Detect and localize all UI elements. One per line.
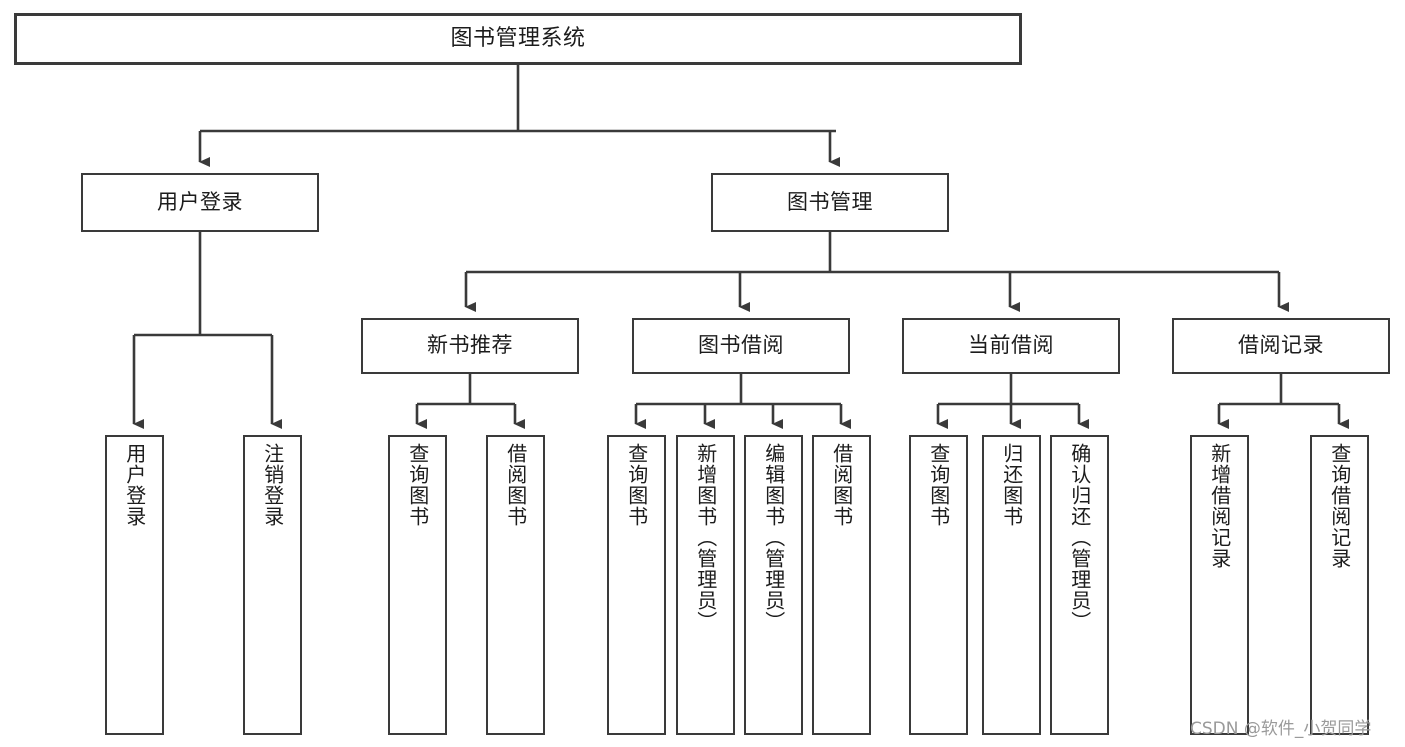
- node-book-borrow[interactable]: 图书借阅: [632, 318, 850, 374]
- node-user-login[interactable]: 用户登录: [81, 173, 319, 232]
- node-leaf-query-book-2[interactable]: 查询图书: [607, 435, 666, 735]
- node-leaf-query-book-3[interactable]: 查询图书: [909, 435, 968, 735]
- watermark: CSDN @软件_小贺同学: [1190, 719, 1372, 739]
- node-leaf-confirm-return-label: 确认归还（管理员）: [1067, 443, 1092, 632]
- node-root-label: 图书管理系统: [450, 25, 586, 51]
- node-leaf-query-book-1-label: 查询图书: [405, 443, 430, 527]
- node-current-borrow-label: 当前借阅: [968, 333, 1054, 358]
- node-leaf-add-record[interactable]: 新增借阅记录: [1190, 435, 1249, 735]
- node-leaf-edit-book-label: 编辑图书（管理员）: [761, 443, 786, 632]
- node-leaf-edit-book[interactable]: 编辑图书（管理员）: [744, 435, 803, 735]
- node-book-manage-label: 图书管理: [787, 189, 873, 214]
- node-leaf-query-book-3-label: 查询图书: [926, 443, 951, 527]
- node-new-book-recommend[interactable]: 新书推荐: [361, 318, 579, 374]
- node-borrow-record-label: 借阅记录: [1238, 333, 1324, 358]
- node-leaf-return-book[interactable]: 归还图书: [982, 435, 1041, 735]
- node-user-login-label: 用户登录: [157, 189, 243, 214]
- node-leaf-borrow-book-1[interactable]: 借阅图书: [486, 435, 545, 735]
- node-root-system[interactable]: 图书管理系统: [14, 13, 1022, 65]
- node-leaf-user-login-label: 用户登录: [122, 443, 147, 527]
- node-current-borrow[interactable]: 当前借阅: [902, 318, 1120, 374]
- node-leaf-user-login[interactable]: 用户登录: [105, 435, 164, 735]
- node-leaf-borrow-book-2-label: 借阅图书: [829, 443, 854, 527]
- node-leaf-query-record-label: 查询借阅记录: [1327, 443, 1352, 569]
- node-borrow-record[interactable]: 借阅记录: [1172, 318, 1390, 374]
- node-leaf-borrow-book-2[interactable]: 借阅图书: [812, 435, 871, 735]
- node-book-borrow-label: 图书借阅: [698, 333, 784, 358]
- node-leaf-return-book-label: 归还图书: [999, 443, 1024, 527]
- node-leaf-add-book-label: 新增图书（管理员）: [693, 443, 718, 632]
- node-leaf-add-record-label: 新增借阅记录: [1207, 443, 1232, 569]
- node-leaf-logout-label: 注销登录: [260, 443, 285, 527]
- node-leaf-borrow-book-1-label: 借阅图书: [503, 443, 528, 527]
- node-leaf-logout[interactable]: 注销登录: [243, 435, 302, 735]
- node-leaf-query-book-1[interactable]: 查询图书: [388, 435, 447, 735]
- node-leaf-query-book-2-label: 查询图书: [624, 443, 649, 527]
- node-new-book-recommend-label: 新书推荐: [427, 333, 513, 358]
- node-leaf-add-book[interactable]: 新增图书（管理员）: [676, 435, 735, 735]
- node-leaf-confirm-return[interactable]: 确认归还（管理员）: [1050, 435, 1109, 735]
- node-leaf-query-record[interactable]: 查询借阅记录: [1310, 435, 1369, 735]
- node-book-manage[interactable]: 图书管理: [711, 173, 949, 232]
